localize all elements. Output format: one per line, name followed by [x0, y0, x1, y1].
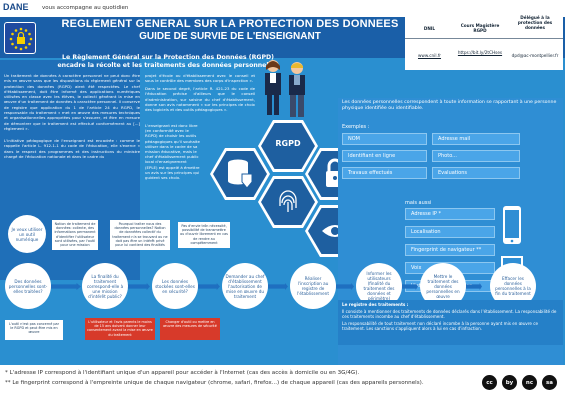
flow-arrow-7 [466, 283, 482, 290]
more-fingerprint: Fingerprint de navigateur ** [405, 244, 495, 256]
intro-paragraph-2: L'initiative pédagogique de l'enseignant… [4, 138, 140, 159]
flow-q4-authorization: Demander au chef d'établissement l'autor… [222, 263, 268, 309]
intro-paragraph-1: Un traitement de données à caractère per… [4, 73, 140, 131]
eu-flag-icon [4, 22, 36, 54]
slogan: vous accompagne au quotidien [42, 5, 129, 11]
flow-arrow-2 [128, 283, 150, 290]
flow-q2-public-interest: La finalité du traitement correspond-ell… [82, 263, 128, 309]
more-adresse-ip: Adresse IP * [405, 208, 495, 220]
info-table: DNIL Cours Magistère RGPD Délégué à la p… [405, 12, 563, 70]
flow-arrow-1 [51, 283, 81, 290]
dane-logo: DANE [3, 2, 29, 12]
registre-text: Le registre des traitements : Il consist… [342, 302, 560, 331]
mais-aussi-label: mais aussi [405, 200, 432, 206]
center-paragraph-1: projet d'école ou d'établissement avec l… [145, 73, 255, 84]
cc-by-icon: by [502, 375, 517, 390]
database-shield-icon [228, 159, 253, 189]
cc-sa-icon: sa [542, 375, 557, 390]
registre-title: Le registre des traitements : [342, 302, 409, 307]
flow-note-3: Pas d'envie trôn nécessité, possibilité … [178, 222, 230, 248]
example-travaux: Travaux effectués [342, 167, 427, 179]
info-header-magistere: Cours Magistère RGPD [460, 23, 500, 33]
flow-arrow-3 [198, 283, 220, 290]
teacher-man-illustration [286, 60, 308, 124]
smartphone-icon [503, 206, 521, 244]
info-email-dpd[interactable]: dpd@ac-montpellier.fr [511, 53, 559, 58]
cc-nc-icon: nc [522, 375, 537, 390]
subtitle-line2: encadre la récolte et les traitements de… [57, 62, 279, 69]
hex-rgpd: RGPD [258, 120, 318, 172]
footer [0, 365, 565, 400]
registre-p2: La responsabilité de tout traitement non… [342, 321, 539, 332]
subtitle: Le Règlement Général sur la Protection d… [3, 54, 333, 70]
flow-change-tool: Changer d'outil ou mettre en œuvre des m… [160, 318, 220, 340]
hex-database [210, 148, 270, 200]
main-title-line2: GUIDE DE SURVIE DE L'ENSEIGNANT [139, 31, 321, 42]
center-paragraph-2: Dans le second degré, l'article R. 421-2… [145, 86, 255, 113]
rgpd-label: RGPD [275, 139, 301, 148]
example-identifiant: Identifiant en ligne [342, 150, 427, 162]
flow-consent-note: L'utilisateur et l'avis parents le moins… [85, 318, 155, 340]
flow-q3-security: Les données stockées sont-elles en sécur… [152, 263, 198, 309]
footnote-fingerprint: ** Le fingerprint correspond à l'emprein… [5, 380, 424, 386]
fingerprint-icon [279, 190, 297, 212]
info-header-dpd: Délégué à la protection des données [517, 15, 553, 30]
main-title-line1: REGLEMENT GENERAL SUR LA PROTECTION DES … [61, 18, 399, 30]
info-link-cnil[interactable]: www.cnil.fr [417, 53, 442, 58]
cc-license-icon: cc [482, 375, 497, 390]
info-divider [405, 38, 563, 39]
footnote-ip: * L'adresse IP correspond à l'identifian… [5, 370, 360, 376]
flow-arrow-4 [268, 283, 288, 290]
center-paragraph-3: L'enseignant est donc libre (en conformi… [145, 123, 200, 181]
flow-note-2: Pourquoi traiter nous des données person… [110, 220, 170, 250]
subtitle-line1: Le Règlement Général sur la Protection d… [62, 54, 274, 61]
example-nom: NOM [342, 133, 427, 145]
example-evaluations: Evaluations [432, 167, 520, 179]
examples-label: Exemples : [342, 124, 370, 130]
flow-q1-personal-data: Des données personnelles sont-elles trai… [5, 263, 51, 309]
example-adresse-mail: Adresse mail [432, 133, 520, 145]
flow-note-1: Notion de traitement de données: collect… [52, 220, 98, 250]
teacher-woman-illustration [262, 58, 284, 122]
registre-p1: Il consiste à mentionner des traitements… [342, 309, 557, 320]
flow-start: Je veux utiliser un outil numérique [8, 215, 46, 253]
registre-panel [338, 300, 563, 345]
info-link-magistere[interactable]: https://bit.ly/2tCHses [457, 50, 503, 55]
flow-q5-registre: Réaliser l'inscription au registre de l'… [290, 263, 336, 309]
info-header-dnil: DNIL [423, 26, 436, 31]
example-photo: Photo... [432, 150, 520, 162]
flow-arrow-6 [402, 283, 418, 290]
hex-fingerprint [258, 176, 318, 228]
flow-arrow-5 [336, 283, 354, 290]
definition-text: Les données personnelles correspondent à… [342, 100, 557, 112]
flow-not-concerned: L'outil n'est pas concerné par le RGPD e… [5, 320, 63, 340]
more-localisation: Localisation [405, 226, 495, 238]
